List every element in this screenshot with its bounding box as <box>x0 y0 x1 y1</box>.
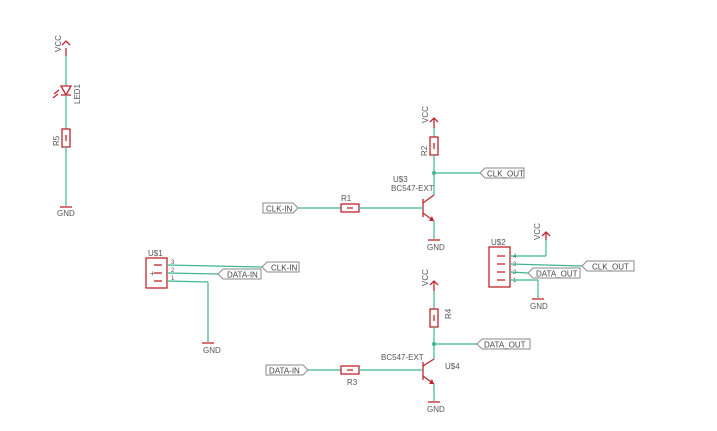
led-branch: VCC LED1 R5 GND <box>52 35 82 218</box>
net-flag-clk-out-j2-text: CLK_OUT <box>592 263 629 272</box>
j2-pin-1: 1 <box>513 278 517 284</box>
net-flag-data-in-j1-text: DATA-IN <box>227 271 258 280</box>
vcc-label-j2: VCC <box>533 223 542 240</box>
q4-transistor-symbol <box>422 358 435 385</box>
r3-symbol: R3 <box>340 365 360 387</box>
led1-label: LED1 <box>73 83 82 104</box>
vcc-symbol-j2: VCC <box>533 223 551 240</box>
gnd-symbol-led: GND <box>57 206 75 218</box>
vcc-label-clk: VCC <box>421 106 430 123</box>
r5-label: R5 <box>52 135 61 146</box>
vcc-symbol-led: VCC <box>54 35 71 56</box>
j1-pin-marker: + <box>150 269 155 278</box>
gnd-label-data: GND <box>427 405 445 414</box>
clock-stage: VCC R2 CLK_OUT U$3 BC547-EXT <box>262 106 525 252</box>
r1-label: R1 <box>341 194 352 203</box>
r1-symbol: R1 <box>340 194 360 213</box>
net-flag-data-in-j1: DATA-IN <box>217 268 262 280</box>
q3-value-label: BC547-EXT <box>391 184 434 193</box>
j2-label: U$2 <box>491 238 506 247</box>
gnd-symbol-data: GND <box>427 401 445 414</box>
net-flag-data-out: DATA_OUT <box>476 338 531 350</box>
net-flag-clk-in-j1-text: CLK-IN <box>271 264 297 273</box>
net-flag-data-in: DATA-IN <box>265 364 309 376</box>
j1-pin-1: 1 <box>171 276 175 282</box>
j2-pin-4: 4 <box>513 254 517 260</box>
j2-pin-3: 3 <box>513 262 517 268</box>
gnd-label-j2: GND <box>530 302 548 311</box>
gnd-symbol-clk: GND <box>427 239 445 252</box>
r2-label: R2 <box>420 145 429 156</box>
vcc-label-data: VCC <box>421 269 430 286</box>
net-flag-clk-out-text: CLK_OUT <box>487 170 524 179</box>
r4-label: R4 <box>444 308 453 319</box>
gnd-symbol-j2: GND <box>530 298 548 311</box>
led1-symbol: LED1 <box>52 83 82 104</box>
net-flag-clk-in-text: CLK-IN <box>266 205 292 214</box>
net-flag-clk-in: CLK-IN <box>262 202 299 214</box>
connector-j1: U$1 + 3 2 1 CLK-IN DATA-IN GND <box>145 249 300 355</box>
r4-symbol: R4 <box>429 308 453 328</box>
gnd-label-clk: GND <box>427 243 445 252</box>
j2-pin-2: 2 <box>513 270 517 276</box>
j1-pin-3: 3 <box>171 260 175 266</box>
q3-transistor-symbol <box>422 194 435 222</box>
net-flag-clk-out: CLK_OUT <box>479 167 525 179</box>
q3-name-label: U$3 <box>393 175 408 184</box>
j1-label: U$1 <box>148 249 163 258</box>
j1-pin-2: 2 <box>171 268 175 274</box>
r5-symbol: R5 <box>52 128 71 148</box>
gnd-symbol-j1: GND <box>202 342 221 355</box>
r2-symbol: R2 <box>420 136 439 156</box>
connector-j2: U$2 4 3 2 1 VCC CLK_OUT DATA_OUT <box>488 223 635 311</box>
net-flag-data-in-text: DATA-IN <box>269 367 300 376</box>
net-flag-clk-out-j2: CLK_OUT <box>581 260 635 272</box>
data-stage: VCC R4 DATA_OUT BC547-EXT U$4 R3 <box>265 269 531 414</box>
gnd-label-j1: GND <box>203 346 221 355</box>
net-flag-clk-in-j1: CLK-IN <box>261 261 300 273</box>
vcc-symbol-data: VCC <box>421 269 439 291</box>
r3-label: R3 <box>347 378 358 387</box>
gnd-label-led: GND <box>57 209 75 218</box>
net-flag-data-out-j2: DATA_OUT <box>527 267 581 279</box>
vcc-symbol-clk: VCC <box>421 106 439 128</box>
q4-value-label: BC547-EXT <box>381 353 424 362</box>
net-flag-data-out-j2-text: DATA_OUT <box>536 270 578 279</box>
vcc-label-led: VCC <box>54 35 63 52</box>
q4-name-label: U$4 <box>445 362 460 371</box>
net-flag-data-out-text: DATA_OUT <box>484 341 526 350</box>
